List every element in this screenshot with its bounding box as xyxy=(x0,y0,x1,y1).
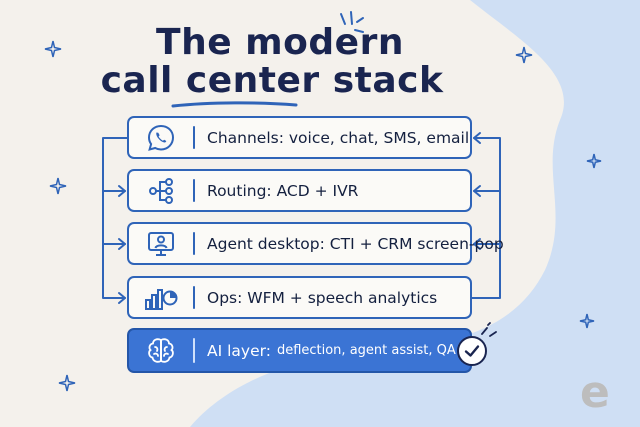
layer-divider xyxy=(193,338,195,363)
ai-layer-head: AI layer: xyxy=(207,341,271,360)
title-line-1: The modern xyxy=(156,22,404,63)
sparkle-icon xyxy=(58,374,76,392)
layer-ops: Ops: WFM + speech analytics xyxy=(127,276,472,319)
check-accent-marks xyxy=(481,322,497,337)
routing-tree-icon xyxy=(129,171,193,210)
sparkle-icon xyxy=(579,313,595,329)
layer-label: Ops: WFM + speech analytics xyxy=(207,288,438,307)
title-line-2: call center stack xyxy=(100,60,444,101)
analytics-chart-icon xyxy=(129,278,193,317)
layer-label: Routing: ACD + IVR xyxy=(207,181,359,200)
layer-divider xyxy=(193,179,195,202)
sparkle-icon xyxy=(44,40,62,58)
layer-label: Agent desktop: CTI + CRM screen-pop xyxy=(207,234,504,253)
layer-label: Channels: voice, chat, SMS, email xyxy=(207,128,470,147)
ai-layer-label: AI layer: deflection, agent assist, QA xyxy=(207,330,464,371)
sparkle-icon xyxy=(515,46,533,64)
layer-divider xyxy=(193,126,195,149)
sparkle-icon xyxy=(49,177,67,195)
layer-agent-desktop: Agent desktop: CTI + CRM screen-pop xyxy=(127,222,504,265)
layer-divider xyxy=(193,232,195,255)
sparkle-icon xyxy=(586,153,602,169)
agent-monitor-icon xyxy=(129,224,193,263)
layer-divider xyxy=(193,286,195,309)
layer-channels: Channels: voice, chat, SMS, email xyxy=(127,116,472,159)
title-accent-marks xyxy=(340,11,364,33)
brain-icon xyxy=(129,330,193,371)
brand-logo: e xyxy=(580,367,610,418)
whatsapp-chat-icon xyxy=(129,118,193,157)
ai-layer-detail: deflection, agent assist, QA xyxy=(276,343,456,358)
check-circle-icon xyxy=(457,336,487,366)
title-underline xyxy=(171,101,298,108)
layer-ai: AI layer: deflection, agent assist, QA xyxy=(127,328,472,373)
layer-routing: Routing: ACD + IVR xyxy=(127,169,472,212)
